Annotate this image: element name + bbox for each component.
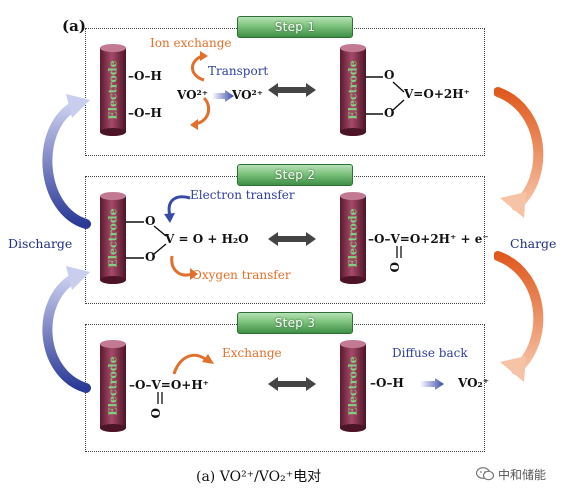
- step3-left-double-bond: [157, 392, 163, 404]
- electrode-step2-left: Electrode: [100, 192, 126, 284]
- electrode-step2-right: Electrode: [340, 192, 366, 284]
- step2-left-bonds: [126, 221, 167, 259]
- charge-arrow-upper: [494, 87, 544, 218]
- step2-left-o-top: O: [145, 214, 156, 228]
- ion-exchange-arrows: [190, 51, 211, 130]
- discharge-arrow-lower: [42, 266, 91, 393]
- step3-tag: Step 3: [237, 312, 353, 334]
- charge-label: Charge: [510, 236, 557, 251]
- step1-right-o-top: O: [384, 68, 395, 82]
- step2-left-v-eq: V = O + H₂O: [165, 232, 249, 246]
- oxygen-transfer-label: Oxygen transfer: [192, 268, 291, 282]
- figure-caption: (a) VO²⁺/VO₂⁺电对: [196, 469, 322, 485]
- step3-right-vo2: VO₂⁺: [458, 376, 490, 390]
- electron-transfer-arrow: [164, 195, 191, 223]
- discharge-label: Discharge: [8, 236, 73, 251]
- step3-box: [85, 324, 485, 452]
- oxygen-transfer-arrow: [170, 255, 198, 280]
- charge-arrow-lower: [494, 251, 544, 382]
- watermark-text: 中和储能: [498, 468, 547, 482]
- oh-top: –O–H: [128, 69, 162, 83]
- wechat-icon: [475, 466, 495, 481]
- step3-right-oh: –O–H: [370, 376, 404, 390]
- exchange-label: Exchange: [222, 346, 282, 360]
- step2-right-eq: –O–V=O+2H⁺ + e⁻: [368, 232, 489, 246]
- ion-exchange-label: Ion exchange: [150, 36, 232, 50]
- step1-right-o-bottom: O: [384, 106, 395, 120]
- panel-label: (a): [62, 17, 86, 35]
- step3-left-eq: –O–V=O+H⁺: [129, 378, 209, 392]
- electrode-step1-left: Electrode: [100, 44, 126, 136]
- transport-arrow: [212, 90, 234, 102]
- electrode-label: Electrode: [346, 60, 360, 120]
- equilibrium-arrow-step3: [268, 377, 316, 391]
- step1-tag: Step 1: [237, 16, 353, 38]
- electrode-label: Electrode: [106, 60, 120, 120]
- electrode-step3-right: Electrode: [340, 340, 366, 432]
- electrode-label: Electrode: [346, 208, 360, 268]
- electrode-label: Electrode: [106, 208, 120, 268]
- discharge-arrow-upper: [42, 94, 91, 229]
- electrode-step3-left: Electrode: [100, 340, 126, 432]
- vo2-ion-left: VO²⁺: [177, 88, 209, 102]
- step2-tag: Step 2: [237, 164, 353, 186]
- step2-right-double-bond: [396, 246, 402, 258]
- equilibrium-arrow-step2: [268, 232, 316, 246]
- diffuse-back-arrow: [420, 378, 444, 390]
- step2-left-o-bottom: O: [145, 250, 156, 264]
- equilibrium-arrow-step1: [268, 83, 316, 97]
- electrode-label: Electrode: [346, 356, 360, 416]
- step1-right-v-eq: V=O+2H⁺: [404, 87, 470, 101]
- exchange-arrow: [172, 353, 214, 375]
- electrode-label: Electrode: [106, 356, 120, 416]
- step2-right-o-under: O: [387, 262, 401, 273]
- step1-right-bonds: [366, 76, 405, 115]
- diffuse-back-label: Diffuse back: [392, 346, 468, 360]
- oh-bottom: –O–H: [128, 106, 162, 120]
- electron-transfer-label: Electron transfer: [190, 188, 295, 202]
- transport-label: Transport: [208, 64, 269, 78]
- vo2-ion-right: VO²⁺: [232, 88, 264, 102]
- electrode-step1-right: Electrode: [340, 44, 366, 136]
- step3-left-o-under: O: [148, 408, 162, 419]
